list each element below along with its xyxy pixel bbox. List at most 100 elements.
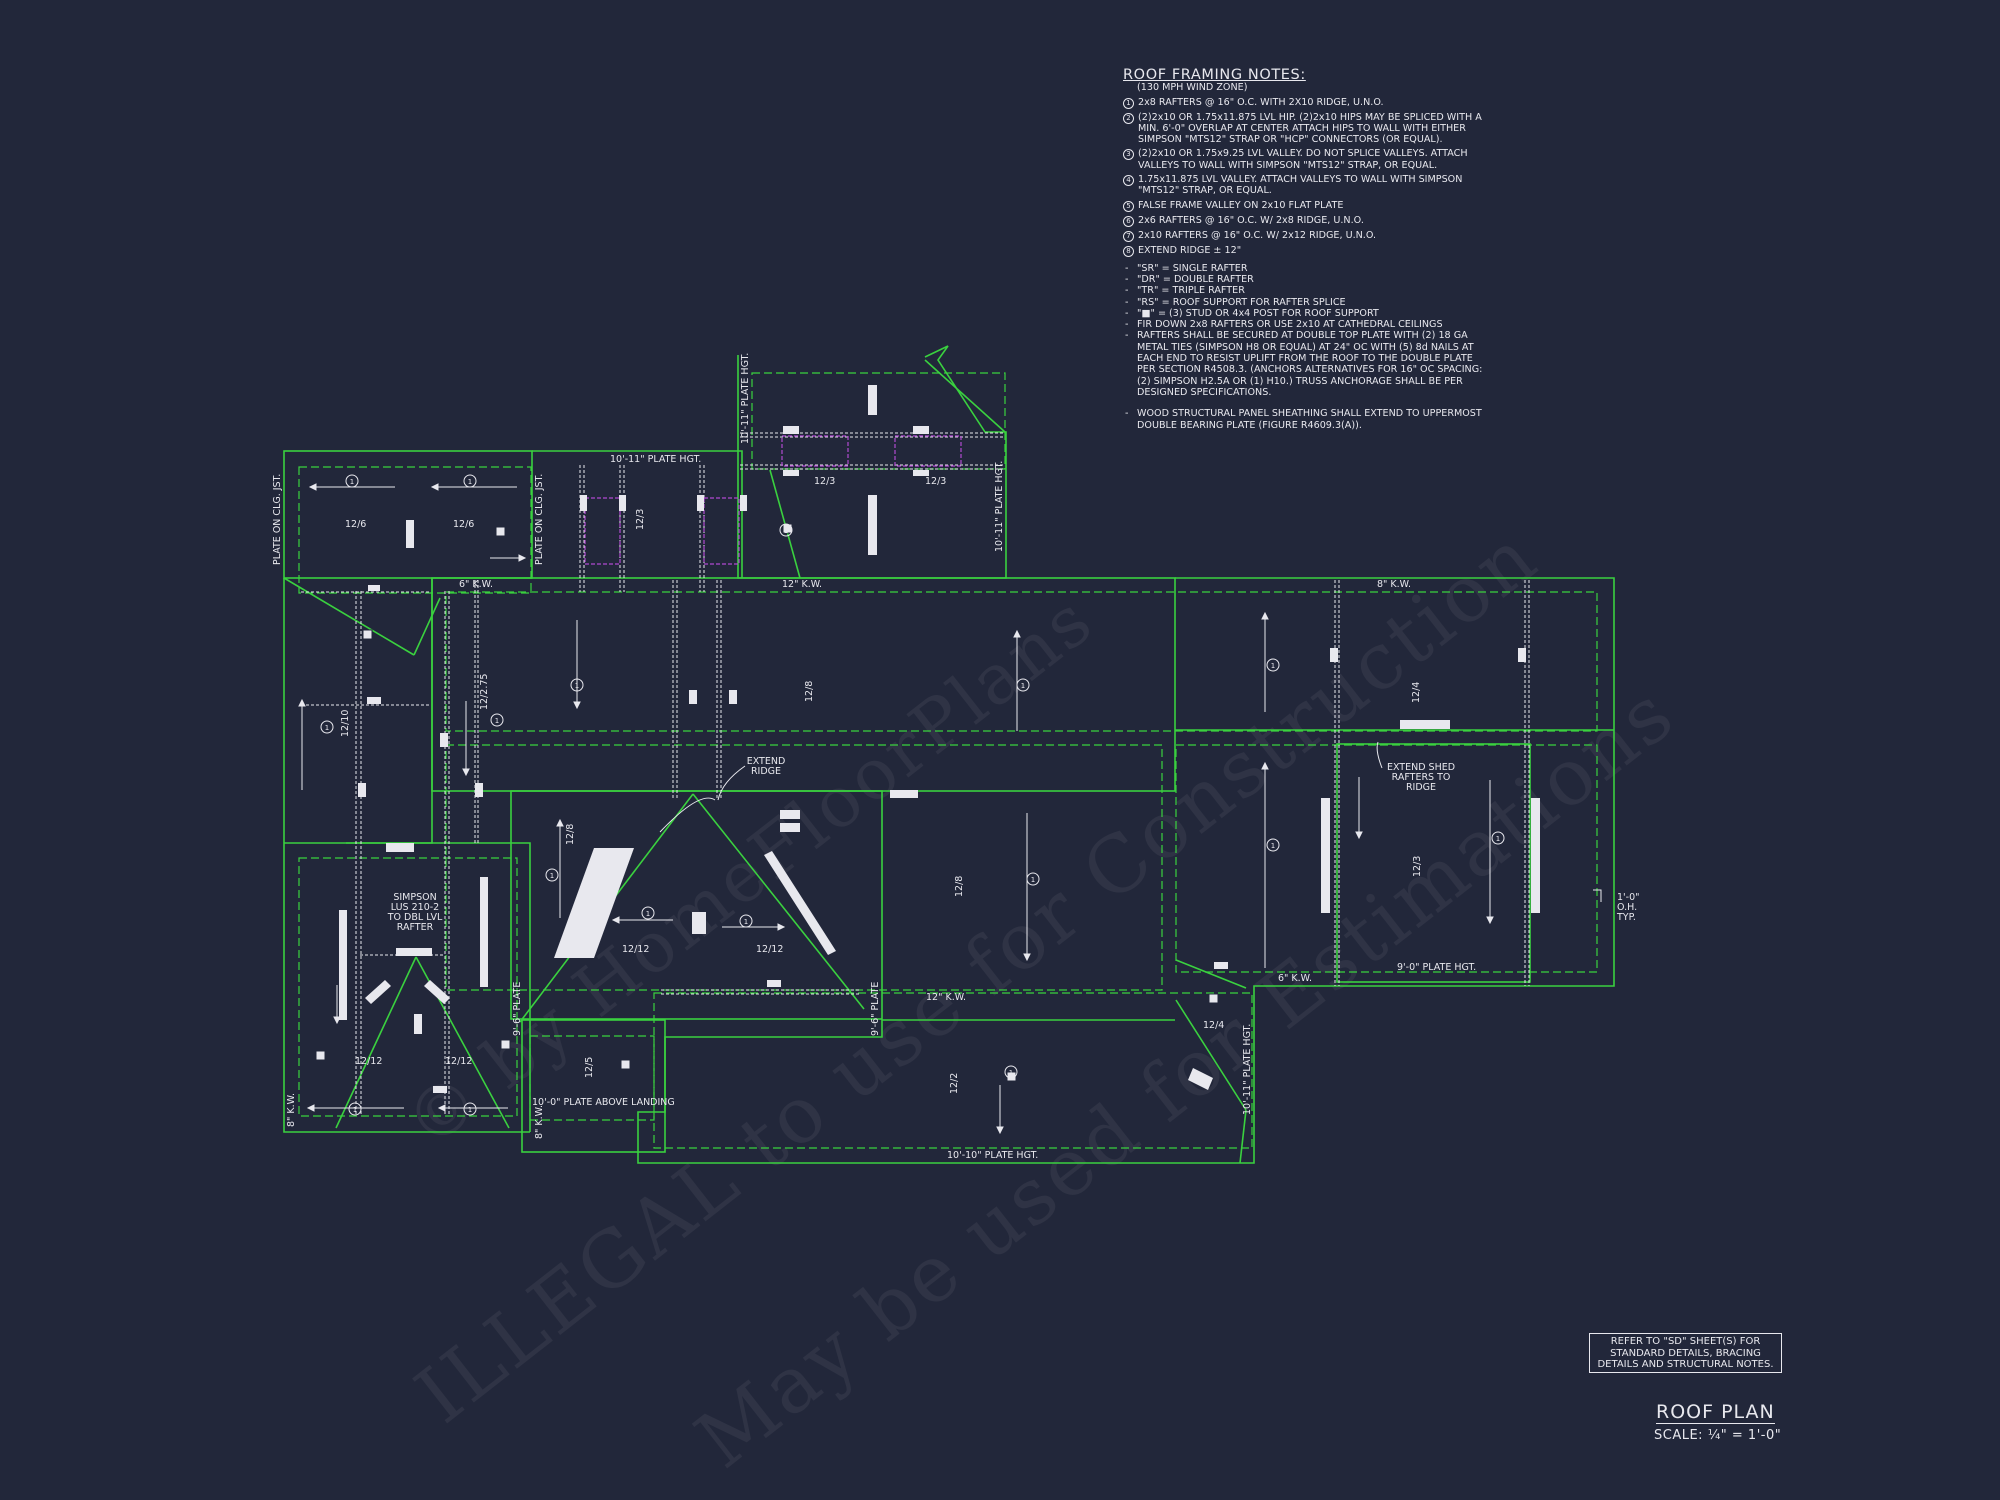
note-item: 5 FALSE FRAME VALLEY ON 2x10 FLAT PLATE (1123, 200, 1483, 212)
svg-text:1: 1 (744, 918, 748, 926)
note-bullet: -"SR" = SINGLE RAFTER (1125, 262, 1248, 274)
pitch-label: 12/8 (565, 823, 576, 845)
label-kw-12-top: 12" K.W. (782, 579, 823, 590)
note-number: 6 (1123, 215, 1134, 227)
svg-text:1: 1 (784, 527, 788, 535)
svg-text:1: 1 (350, 478, 354, 486)
svg-text:1: 1 (1496, 835, 1500, 843)
label-plate-hgt-v1: 10'-11" PLATE HGT. (740, 352, 751, 444)
note-text: EXTEND RIDGE ± 12" (1138, 244, 1242, 256)
pitch-label: 12/3 (635, 508, 646, 530)
label-plate-9-0: 9'-0" PLATE HGT. (1397, 962, 1477, 973)
roof-framing-notes: ROOF FRAMING NOTES: (130 MPH WIND ZONE) … (1123, 67, 1483, 431)
pitch-label: 12/2.75 (479, 673, 490, 710)
pitch-label: 12/3 (1412, 855, 1423, 877)
magenta-framing (584, 435, 962, 565)
label-oh: 1'-0" O.H. TYP. (1617, 892, 1640, 923)
svg-text:1: 1 (646, 910, 650, 918)
note-number: 4 (1123, 175, 1134, 187)
pitch-label: 12/12 (445, 1056, 473, 1067)
svg-text:1: 1 (550, 872, 554, 880)
note-text: 1.75x11.875 LVL VALLEY. ATTACH VALLEYS T… (1138, 174, 1463, 197)
rafter-arrows (298, 483, 1494, 1135)
label-plate-on-clg-1: PLATE ON CLG. JST. (272, 473, 283, 565)
label-plate-9-6: 9'-6" PLATE (512, 981, 523, 1036)
label-plate-10-10: 10'-10" PLATE HGT. (947, 1150, 1039, 1161)
note-item: 2 (2)2x10 OR 1.75x11.875 LVL HIP. (2)2x10… (1123, 112, 1483, 146)
svg-text:1: 1 (468, 1106, 472, 1114)
pitch-label: 12/12 (756, 944, 784, 955)
label-kw-8-right: 8" K.W. (1377, 579, 1412, 590)
pitch-label: 12/12 (355, 1056, 383, 1067)
label-kw-6-left: 6" K.W. (459, 579, 494, 590)
pitch-label: 12/3 (814, 476, 836, 487)
svg-text:1: 1 (353, 1106, 357, 1114)
pitch-label: 12/4 (1203, 1020, 1225, 1031)
note-text: 2x6 RAFTERS @ 16" O.C. W/ 2x8 RIDGE, U.N… (1138, 214, 1364, 226)
note-bullet: -"DR" = DOUBLE RAFTER (1125, 273, 1254, 285)
svg-text:1: 1 (1009, 1069, 1013, 1077)
svg-text:1: 1 (575, 682, 579, 690)
note-text: (2)2x10 OR 1.75x9.25 LVL VALLEY. DO NOT … (1138, 148, 1468, 171)
note-item: 4 1.75x11.875 LVL VALLEY. ATTACH VALLEYS … (1123, 174, 1483, 197)
note-text: 2x10 RAFTERS @ 16" O.C. W/ 2x12 RIDGE, U… (1138, 229, 1377, 241)
pitch-label: 12/3 (925, 476, 947, 487)
note-item: 6 2x6 RAFTERS @ 16" O.C. W/ 2x8 RIDGE, U.… (1123, 215, 1483, 227)
label-plate-on-clg-2: PLATE ON CLG. JST. (534, 473, 545, 565)
plan-scale: SCALE: ¼" = 1'-0" (1654, 1428, 1782, 1443)
label-plate-above-landing: 10'-0" PLATE ABOVE LANDING (532, 1097, 675, 1108)
hip-members (365, 851, 1213, 1090)
svg-text:1: 1 (468, 478, 472, 486)
roof-outline (283, 345, 1615, 1164)
pitch-label: 12/8 (954, 875, 965, 897)
pitch-label: 12/8 (804, 680, 815, 702)
label-kw-12-bottom: 12" K.W. (926, 992, 967, 1003)
notes-title: ROOF FRAMING NOTES: (1123, 67, 1306, 83)
note-item: 7 2x10 RAFTERS @ 16" O.C. W/ 2x12 RIDGE, … (1123, 230, 1483, 242)
label-plate-9-6b: 9'-6" PLATE (870, 981, 881, 1036)
note-text: (2)2x10 OR 1.75x11.875 LVL HIP. (2)2x10 … (1138, 111, 1482, 146)
note-number: 3 (1123, 149, 1134, 161)
note-item: 8 EXTEND RIDGE ± 12" (1123, 245, 1483, 257)
note-text: 2x8 RAFTERS @ 16" O.C. WITH 2X10 RIDGE, … (1138, 96, 1384, 108)
note-number: 7 (1123, 230, 1134, 242)
label-kw-8-left-v: 8" K.W. (286, 1092, 297, 1127)
note-text: FALSE FRAME VALLEY ON 2x10 FLAT PLATE (1138, 199, 1344, 211)
pitch-label: 12/4 (1411, 681, 1422, 703)
svg-text:1: 1 (1031, 876, 1035, 884)
svg-text:1: 1 (1271, 842, 1275, 850)
note-number: 8 (1123, 245, 1134, 257)
label-kw-6-right: 6" K.W. (1278, 973, 1313, 984)
label-plate-hgt-top: 10'-11" PLATE HGT. (610, 454, 702, 465)
post-markers (315, 523, 1219, 1082)
note-circles (320, 474, 1505, 1116)
pitch-label: 12/6 (345, 519, 367, 530)
label-simpson-lus: SIMPSON LUS 210-2 TO DBL LVL RAFTER (387, 892, 443, 933)
note-number: 2 (1123, 112, 1134, 124)
note-number: 5 (1123, 200, 1134, 212)
label-extend-ridge: EXTEND RIDGE (746, 756, 786, 777)
pitch-label: 12/6 (453, 519, 475, 530)
pitch-label: 12/10 (340, 709, 351, 737)
note-bullet: -"■" = (3) STUD OR 4x4 POST FOR ROOF SUP… (1125, 307, 1379, 319)
leader-lines (659, 741, 1602, 902)
note-item: 3 (2)2x10 OR 1.75x9.25 LVL VALLEY. DO NOT… (1123, 148, 1483, 171)
note-bullet: -"RS" = ROOF SUPPORT FOR RAFTER SPLICE (1125, 296, 1346, 308)
note-bullet: -FIR DOWN 2x8 RAFTERS OR USE 2x10 AT CAT… (1125, 319, 1443, 331)
reference-note-box: REFER TO "SD" SHEET(S) FOR STANDARD DETA… (1589, 1333, 1782, 1373)
svg-text:1: 1 (325, 724, 329, 732)
pitch-label: 12/2 (949, 1072, 960, 1094)
rafter-lines (301, 432, 1530, 1115)
notes-subtitle: (130 MPH WIND ZONE) (1137, 82, 1248, 94)
note-item: 1 2x8 RAFTERS @ 16" O.C. WITH 2X10 RIDGE,… (1123, 97, 1483, 109)
note-number: 1 (1123, 97, 1134, 109)
svg-text:1: 1 (1271, 662, 1275, 670)
label-extend-shed: EXTEND SHED RAFTERS TO RIDGE (1386, 762, 1456, 793)
label-kw-8-mid-v: 8" K.W. (534, 1104, 545, 1139)
svg-text:1: 1 (495, 717, 499, 725)
note-bullet-sheathing: -WOOD STRUCTURAL PANEL SHEATHING SHALL E… (1125, 408, 1482, 431)
note-bullet: -"TR" = TRIPLE RAFTER (1125, 285, 1245, 297)
label-plate-hgt-v2: 10'-11" PLATE HGT. (994, 460, 1005, 552)
